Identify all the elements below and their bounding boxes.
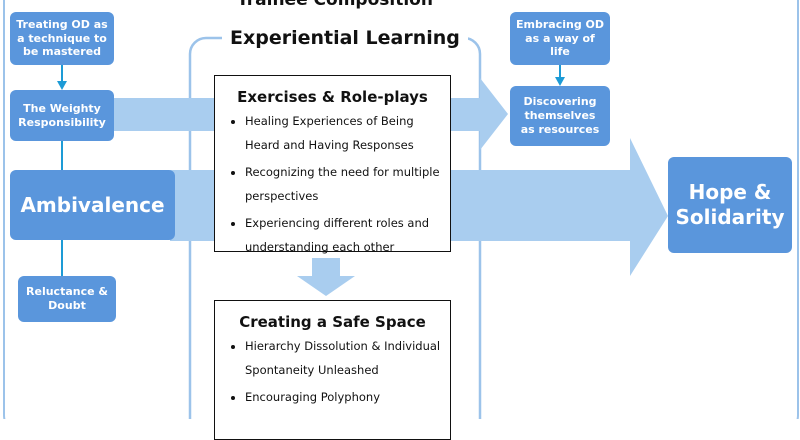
safe-space-item: Hierarchy Dissolution & Individual Spont… — [245, 334, 450, 382]
exercise-item: Experiencing different roles and underst… — [245, 211, 450, 259]
connector-arrowhead — [57, 81, 67, 90]
diagram-top-title-partial: Trainee Composition — [237, 0, 433, 10]
experiential-learning-title: Experiential Learning — [222, 27, 468, 49]
outer-frame — [3, 0, 799, 419]
safe-space-heading: Creating a Safe Space — [239, 313, 426, 331]
node-embracing-od: Embracing OD as a way of life — [510, 12, 610, 65]
node-hope-solidarity: Hope & Solidarity — [668, 157, 792, 253]
connector-arrowhead — [555, 77, 565, 86]
safe-space-item: Encouraging Polyphony — [245, 385, 450, 409]
safe-space-box: Creating a Safe Space Hierarchy Dissolut… — [214, 300, 451, 440]
exercise-item: Healing Experiences of Being Heard and H… — [245, 109, 450, 157]
arrow-exercises-to-safe-space — [297, 258, 355, 296]
exercises-list: Healing Experiences of Being Heard and H… — [215, 109, 450, 259]
safe-space-list: Hierarchy Dissolution & Individual Spont… — [215, 334, 450, 409]
node-discovering-themselves: Discovering themselves as resources — [510, 86, 610, 146]
node-treating-od: Treating OD as a technique to be mastere… — [10, 12, 114, 65]
node-weighty-responsibility: The Weighty Responsibility — [10, 90, 114, 141]
exercise-item: Recognizing the need for multiple perspe… — [245, 160, 450, 208]
exercises-heading: Exercises & Role-plays — [237, 88, 428, 106]
node-reluctance-doubt: Reluctance & Doubt — [18, 276, 116, 322]
node-ambivalence: Ambivalence — [10, 170, 175, 240]
exercises-box: Exercises & Role-plays Healing Experienc… — [214, 75, 451, 254]
